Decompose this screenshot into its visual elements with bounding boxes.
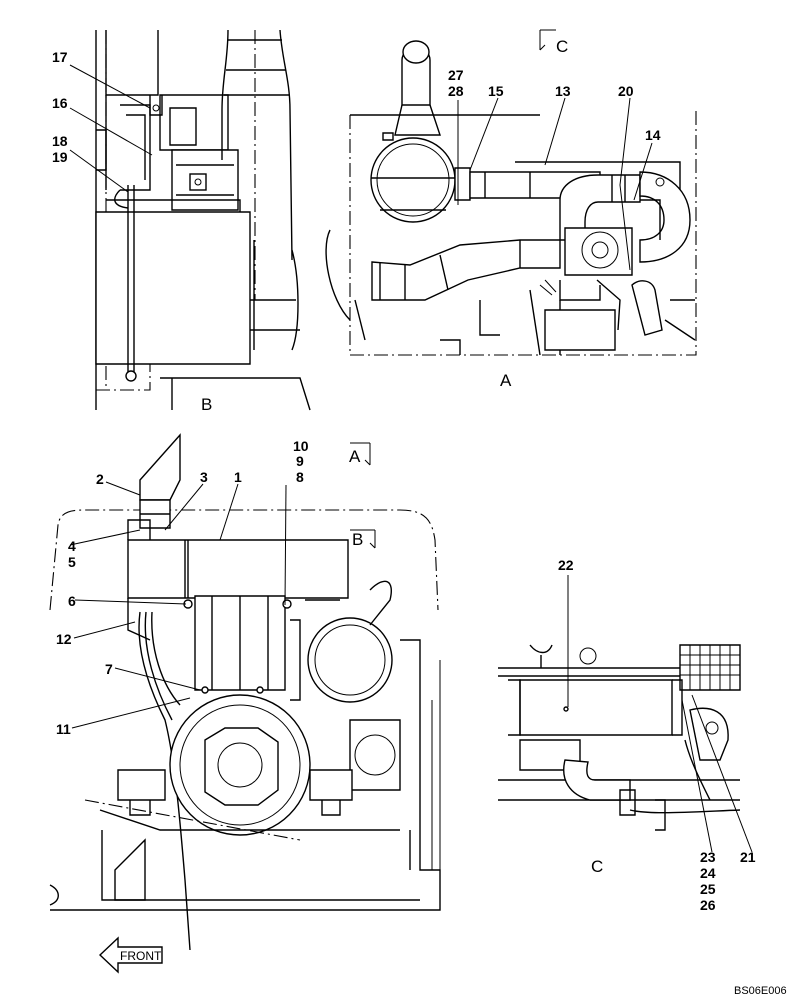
view-b-drawing — [95, 29, 311, 411]
view-b-label: B — [201, 395, 212, 414]
callout-5: 5 — [68, 554, 76, 570]
section-mark-b: B — [352, 530, 363, 549]
callout-12: 12 — [56, 631, 72, 647]
callout-11: 11 — [56, 721, 71, 737]
view-a-label: A — [500, 371, 512, 390]
front-arrow: FRONT — [98, 936, 163, 974]
callout-6: 6 — [68, 593, 76, 609]
callout-28: 28 — [448, 83, 464, 99]
leader-lines — [69, 64, 753, 853]
callout-13: 13 — [555, 83, 571, 99]
callout-21: 21 — [740, 849, 756, 865]
callout-4: 4 — [68, 538, 76, 554]
checker-pattern — [680, 645, 740, 690]
callout-24: 24 — [700, 865, 716, 881]
main-view-drawing — [49, 433, 441, 951]
callout-8: 8 — [296, 469, 304, 485]
drawing-code: BS06E006 — [734, 985, 787, 997]
callout-23: 23 — [700, 849, 716, 865]
front-arrow-icon — [98, 936, 163, 974]
callout-1: 1 — [234, 469, 242, 485]
callout-25: 25 — [700, 881, 716, 897]
front-arrow-label: FRONT — [120, 949, 162, 963]
callout-10: 10 — [293, 438, 309, 454]
view-a-drawing — [325, 40, 697, 356]
labels: B A C C A B 17 16 18 19 27 28 15 13 20 1… — [52, 37, 787, 997]
callout-22: 22 — [558, 557, 574, 573]
callout-26: 26 — [700, 897, 716, 913]
callout-7: 7 — [105, 661, 113, 677]
callout-9: 9 — [296, 453, 304, 469]
view-c-drawing — [498, 644, 741, 831]
callout-18: 18 — [52, 133, 68, 149]
callout-19: 19 — [52, 149, 68, 165]
callout-3: 3 — [200, 469, 208, 485]
callout-16: 16 — [52, 95, 68, 111]
section-marks — [350, 29, 556, 549]
view-c-label: C — [591, 857, 603, 876]
callout-20: 20 — [618, 83, 634, 99]
callout-15: 15 — [488, 83, 504, 99]
callout-14: 14 — [645, 127, 661, 143]
callout-27: 27 — [448, 67, 464, 83]
section-mark-a: A — [349, 447, 361, 466]
section-mark-c: C — [556, 37, 568, 56]
callout-17: 17 — [52, 49, 68, 65]
callout-2: 2 — [96, 471, 104, 487]
